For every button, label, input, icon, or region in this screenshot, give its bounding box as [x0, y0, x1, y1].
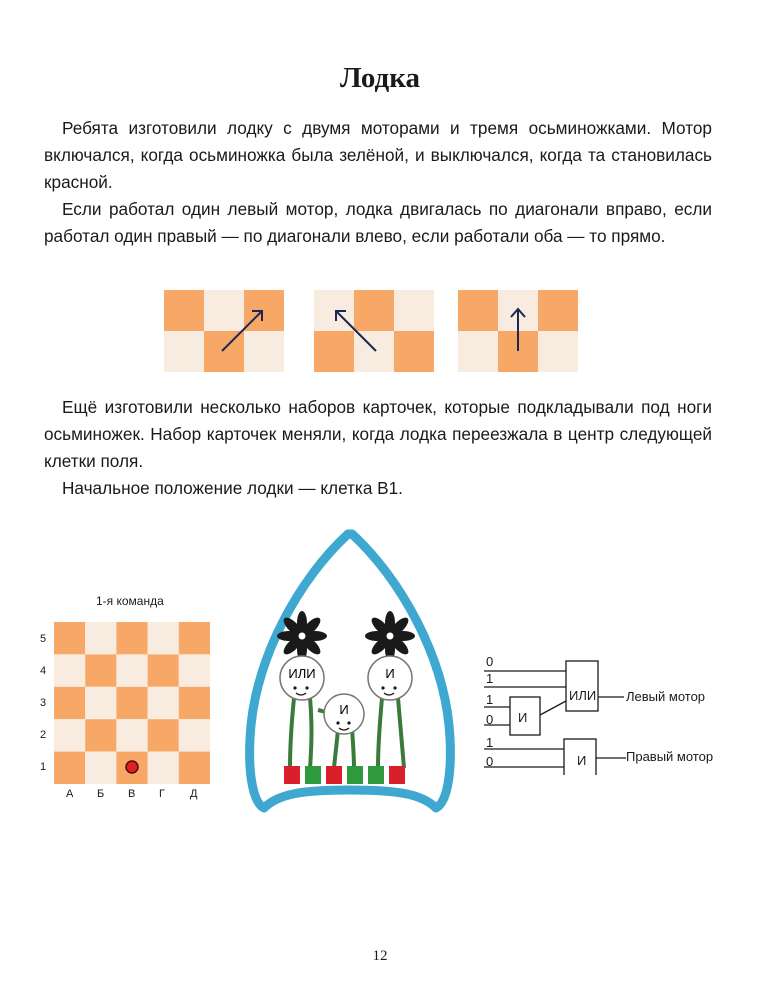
grid-cell	[116, 719, 148, 752]
page-title: Лодка	[340, 62, 420, 94]
grid-cell	[85, 751, 117, 784]
grid-cell	[178, 719, 210, 752]
grid-cell	[85, 686, 117, 720]
row-label-5: 5	[40, 633, 47, 645]
input-2: 1	[486, 671, 494, 686]
boat-card	[284, 766, 300, 784]
input-5: 1	[486, 735, 494, 750]
grid-cell	[116, 686, 148, 720]
row-label-4: 4	[40, 665, 47, 677]
boat-marker	[125, 760, 139, 774]
grid-cell	[178, 622, 210, 655]
boat-card	[389, 766, 405, 784]
page-number: 12	[372, 948, 388, 964]
paragraph-1: Ребята изготовили лодку с двумя моторами…	[44, 118, 712, 192]
grid-cell	[147, 654, 179, 687]
left-motor-label: Левый мотор	[626, 689, 706, 704]
right-motor-label: Правый мотор	[626, 749, 714, 764]
grid-cell	[85, 719, 117, 752]
input-3: 1	[486, 692, 494, 707]
logic-circuit	[484, 660, 624, 775]
grid-cell	[178, 686, 210, 720]
grid-cell	[54, 622, 86, 655]
col-label-a: А	[66, 788, 74, 800]
grid-cell	[147, 622, 179, 655]
octopus-and-right-label: И	[385, 666, 394, 681]
row-label-3: 3	[40, 697, 47, 709]
octopus-and-middle-label: И	[339, 702, 348, 717]
grid-cell	[54, 751, 86, 784]
right-propeller-icon	[365, 611, 415, 661]
grid-cell	[147, 686, 179, 720]
grid-cell	[116, 654, 148, 687]
tile-diagonal-left	[314, 290, 434, 372]
col-label-g: Г	[159, 788, 165, 800]
grid-cell	[85, 654, 117, 687]
tile-diagonal-right	[164, 290, 284, 372]
paragraph-2: Если работал один левый мотор, лодка дви…	[44, 199, 712, 246]
gate-and-inner-label: И	[518, 710, 528, 725]
left-propeller-icon	[277, 611, 327, 661]
gate-and-right-label: И	[577, 753, 587, 768]
boat-card	[368, 766, 384, 784]
grid-cell	[116, 622, 148, 655]
col-label-b: Б	[97, 788, 105, 800]
octopus-or-label: ИЛИ	[288, 666, 315, 681]
grid-cell	[147, 719, 179, 752]
input-6: 0	[486, 754, 494, 769]
grid-cell	[147, 751, 179, 784]
octopus-and-middle	[323, 693, 365, 735]
input-1: 0	[486, 654, 494, 669]
boat-card	[347, 766, 363, 784]
octopus-and-right	[367, 655, 413, 701]
game-grid	[54, 622, 210, 784]
grid-cell	[178, 654, 210, 687]
row-label-2: 2	[40, 729, 47, 741]
boat-card	[326, 766, 342, 784]
paragraph-4: Начальное положение лодки — клетка В1.	[62, 478, 403, 498]
grid-cell	[85, 622, 117, 655]
col-label-d: Д	[190, 788, 198, 800]
grid-cell	[54, 719, 86, 752]
input-4: 0	[486, 712, 494, 727]
col-label-v: В	[128, 788, 136, 800]
paragraph-3: Ещё изготовили несколько наборов карточе…	[44, 397, 712, 471]
boat-illustration: ИЛИ И И	[245, 529, 455, 813]
grid-caption: 1-я команда	[96, 594, 164, 608]
grid-cell	[178, 751, 210, 784]
tile-straight	[458, 290, 578, 372]
row-label-1: 1	[40, 761, 47, 773]
grid-cell	[54, 686, 86, 720]
octopus-or	[279, 655, 325, 701]
right-motor-wire	[596, 757, 626, 759]
gate-or-label: ИЛИ	[569, 688, 597, 703]
grid-cell	[54, 654, 86, 687]
boat-card	[305, 766, 321, 784]
